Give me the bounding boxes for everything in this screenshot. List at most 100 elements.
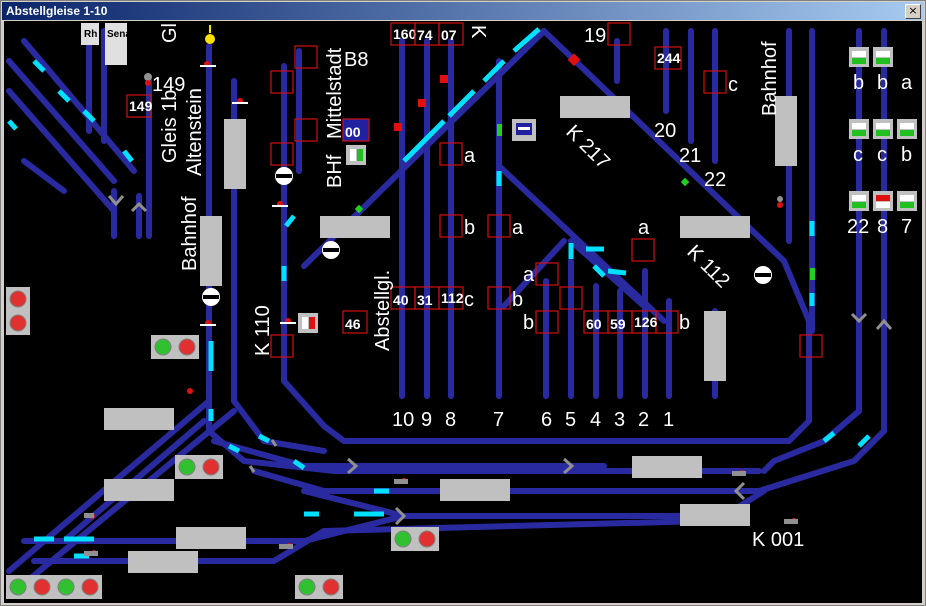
track-number: 2 bbox=[638, 409, 649, 431]
monitor-icon[interactable] bbox=[512, 119, 536, 141]
signal-icon[interactable] bbox=[418, 99, 426, 107]
signal-icon[interactable] bbox=[777, 196, 783, 208]
block-section-1a[interactable] bbox=[631, 238, 655, 262]
svg-text:244: 244 bbox=[657, 50, 681, 66]
panel-switch[interactable] bbox=[897, 191, 917, 211]
block-section-7b[interactable] bbox=[487, 286, 511, 310]
title-bar[interactable]: Abstellgleise 1-10 × bbox=[2, 2, 924, 20]
svg-text:126: 126 bbox=[634, 314, 658, 330]
signal-icon[interactable] bbox=[84, 513, 95, 519]
track-diagram: Rh Sena bbox=[6, 22, 917, 599]
panel-switch[interactable] bbox=[897, 119, 917, 139]
block-section[interactable] bbox=[270, 70, 294, 94]
block-section-8a[interactable] bbox=[439, 142, 463, 166]
svg-text:40: 40 bbox=[393, 292, 409, 308]
lamp-row[interactable] bbox=[6, 575, 102, 599]
panel-label: b bbox=[853, 72, 864, 94]
platforms: Rh Sena bbox=[81, 23, 797, 573]
occupied-segments bbox=[7, 27, 871, 559]
panel-switch[interactable] bbox=[849, 47, 869, 67]
block-section[interactable] bbox=[294, 45, 318, 69]
sign-rh-label: Rh bbox=[84, 29, 97, 40]
block-section-5[interactable] bbox=[559, 286, 583, 310]
signal-icon[interactable] bbox=[394, 478, 408, 484]
block-46[interactable]: 46 bbox=[342, 310, 368, 334]
block-00[interactable]: 00 bbox=[342, 118, 370, 142]
signal-icon[interactable] bbox=[440, 75, 448, 83]
block-section[interactable] bbox=[270, 334, 294, 358]
panel-switch[interactable] bbox=[849, 191, 869, 211]
crossing-icon[interactable] bbox=[754, 266, 772, 284]
block-section[interactable] bbox=[799, 334, 823, 358]
block-section-19[interactable] bbox=[607, 22, 631, 46]
panel-switch[interactable] bbox=[873, 119, 893, 139]
block-160[interactable]: 160 bbox=[390, 22, 417, 46]
signal-icon[interactable] bbox=[394, 123, 402, 131]
svg-text:07: 07 bbox=[441, 27, 457, 43]
lamp-pair[interactable] bbox=[6, 287, 30, 335]
panel-label: b bbox=[901, 144, 912, 166]
arrow-left-icon bbox=[733, 481, 746, 501]
switch-button-green[interactable] bbox=[346, 145, 366, 165]
signal-icon[interactable] bbox=[144, 73, 152, 86]
signal-icon[interactable] bbox=[732, 470, 746, 476]
panel-label: a bbox=[901, 72, 913, 94]
signal-icon[interactable] bbox=[280, 318, 296, 324]
label-k217: K 217 bbox=[561, 121, 614, 174]
block-07[interactable]: 07 bbox=[438, 22, 464, 46]
platform-bahnhof-left bbox=[200, 216, 222, 286]
block-section-6a[interactable] bbox=[535, 262, 559, 286]
label-21: 21 bbox=[679, 145, 701, 167]
svg-text:60: 60 bbox=[586, 316, 602, 332]
signal-icon[interactable] bbox=[205, 25, 215, 44]
crossing-icon[interactable] bbox=[275, 167, 293, 185]
lamp-pair[interactable] bbox=[391, 527, 439, 551]
crossing-icon[interactable] bbox=[322, 241, 340, 259]
signal-icon[interactable] bbox=[279, 543, 293, 549]
block-section-c[interactable] bbox=[703, 70, 727, 94]
track-number: 3 bbox=[614, 409, 625, 431]
svg-text:00: 00 bbox=[345, 124, 361, 140]
block-section-6b[interactable] bbox=[535, 310, 559, 334]
label-bahnhof-right: Bahnhof bbox=[759, 41, 781, 116]
signal-icon[interactable] bbox=[200, 61, 216, 67]
switch-button-red[interactable] bbox=[298, 313, 318, 333]
signal-icon[interactable] bbox=[200, 320, 216, 326]
block-126[interactable]: 126 bbox=[631, 310, 658, 334]
block-section[interactable] bbox=[270, 142, 294, 166]
arrow-right-icon bbox=[394, 506, 407, 526]
lamp-pair[interactable] bbox=[151, 335, 199, 359]
station-labels: Gleis 1b Gl 149 Altenstein Bahnhof K 110… bbox=[152, 23, 804, 551]
label-19: 19 bbox=[584, 25, 606, 47]
block-section[interactable] bbox=[294, 118, 318, 142]
panel-switch[interactable] bbox=[873, 47, 893, 67]
block-112[interactable]: 112 bbox=[438, 286, 464, 310]
platform-k112 bbox=[680, 216, 750, 238]
label-k001: K 001 bbox=[752, 529, 804, 551]
label-1a: a bbox=[638, 217, 650, 239]
lamp-pair[interactable] bbox=[175, 455, 223, 479]
signal-icon[interactable] bbox=[232, 98, 248, 104]
block-149[interactable]: 149 bbox=[126, 94, 153, 118]
label-k110: K 110 bbox=[252, 305, 274, 356]
block-section-8b[interactable] bbox=[439, 214, 463, 238]
signal-icon[interactable] bbox=[84, 550, 98, 556]
panel-switch[interactable] bbox=[849, 119, 869, 139]
crossing-icon[interactable] bbox=[202, 288, 220, 306]
svg-text:160: 160 bbox=[393, 26, 417, 42]
track-number: 8 bbox=[445, 409, 456, 431]
track-number: 7 bbox=[493, 409, 504, 431]
label-bahnhof-left: Bahnhof bbox=[179, 196, 201, 271]
track-number: 10 bbox=[392, 409, 414, 431]
block-244[interactable]: 244 bbox=[654, 46, 682, 70]
signal-icon[interactable] bbox=[784, 518, 798, 524]
signal-icon[interactable] bbox=[187, 388, 193, 394]
lamp-pair[interactable] bbox=[295, 575, 343, 599]
signal-icon[interactable] bbox=[272, 201, 288, 207]
svg-text:59: 59 bbox=[610, 316, 626, 332]
block-section-7a[interactable] bbox=[487, 214, 511, 238]
close-button[interactable]: × bbox=[905, 4, 921, 19]
block-74[interactable]: 74 bbox=[414, 22, 440, 46]
lamp-buttons bbox=[6, 287, 439, 599]
panel-switch[interactable] bbox=[873, 191, 893, 211]
